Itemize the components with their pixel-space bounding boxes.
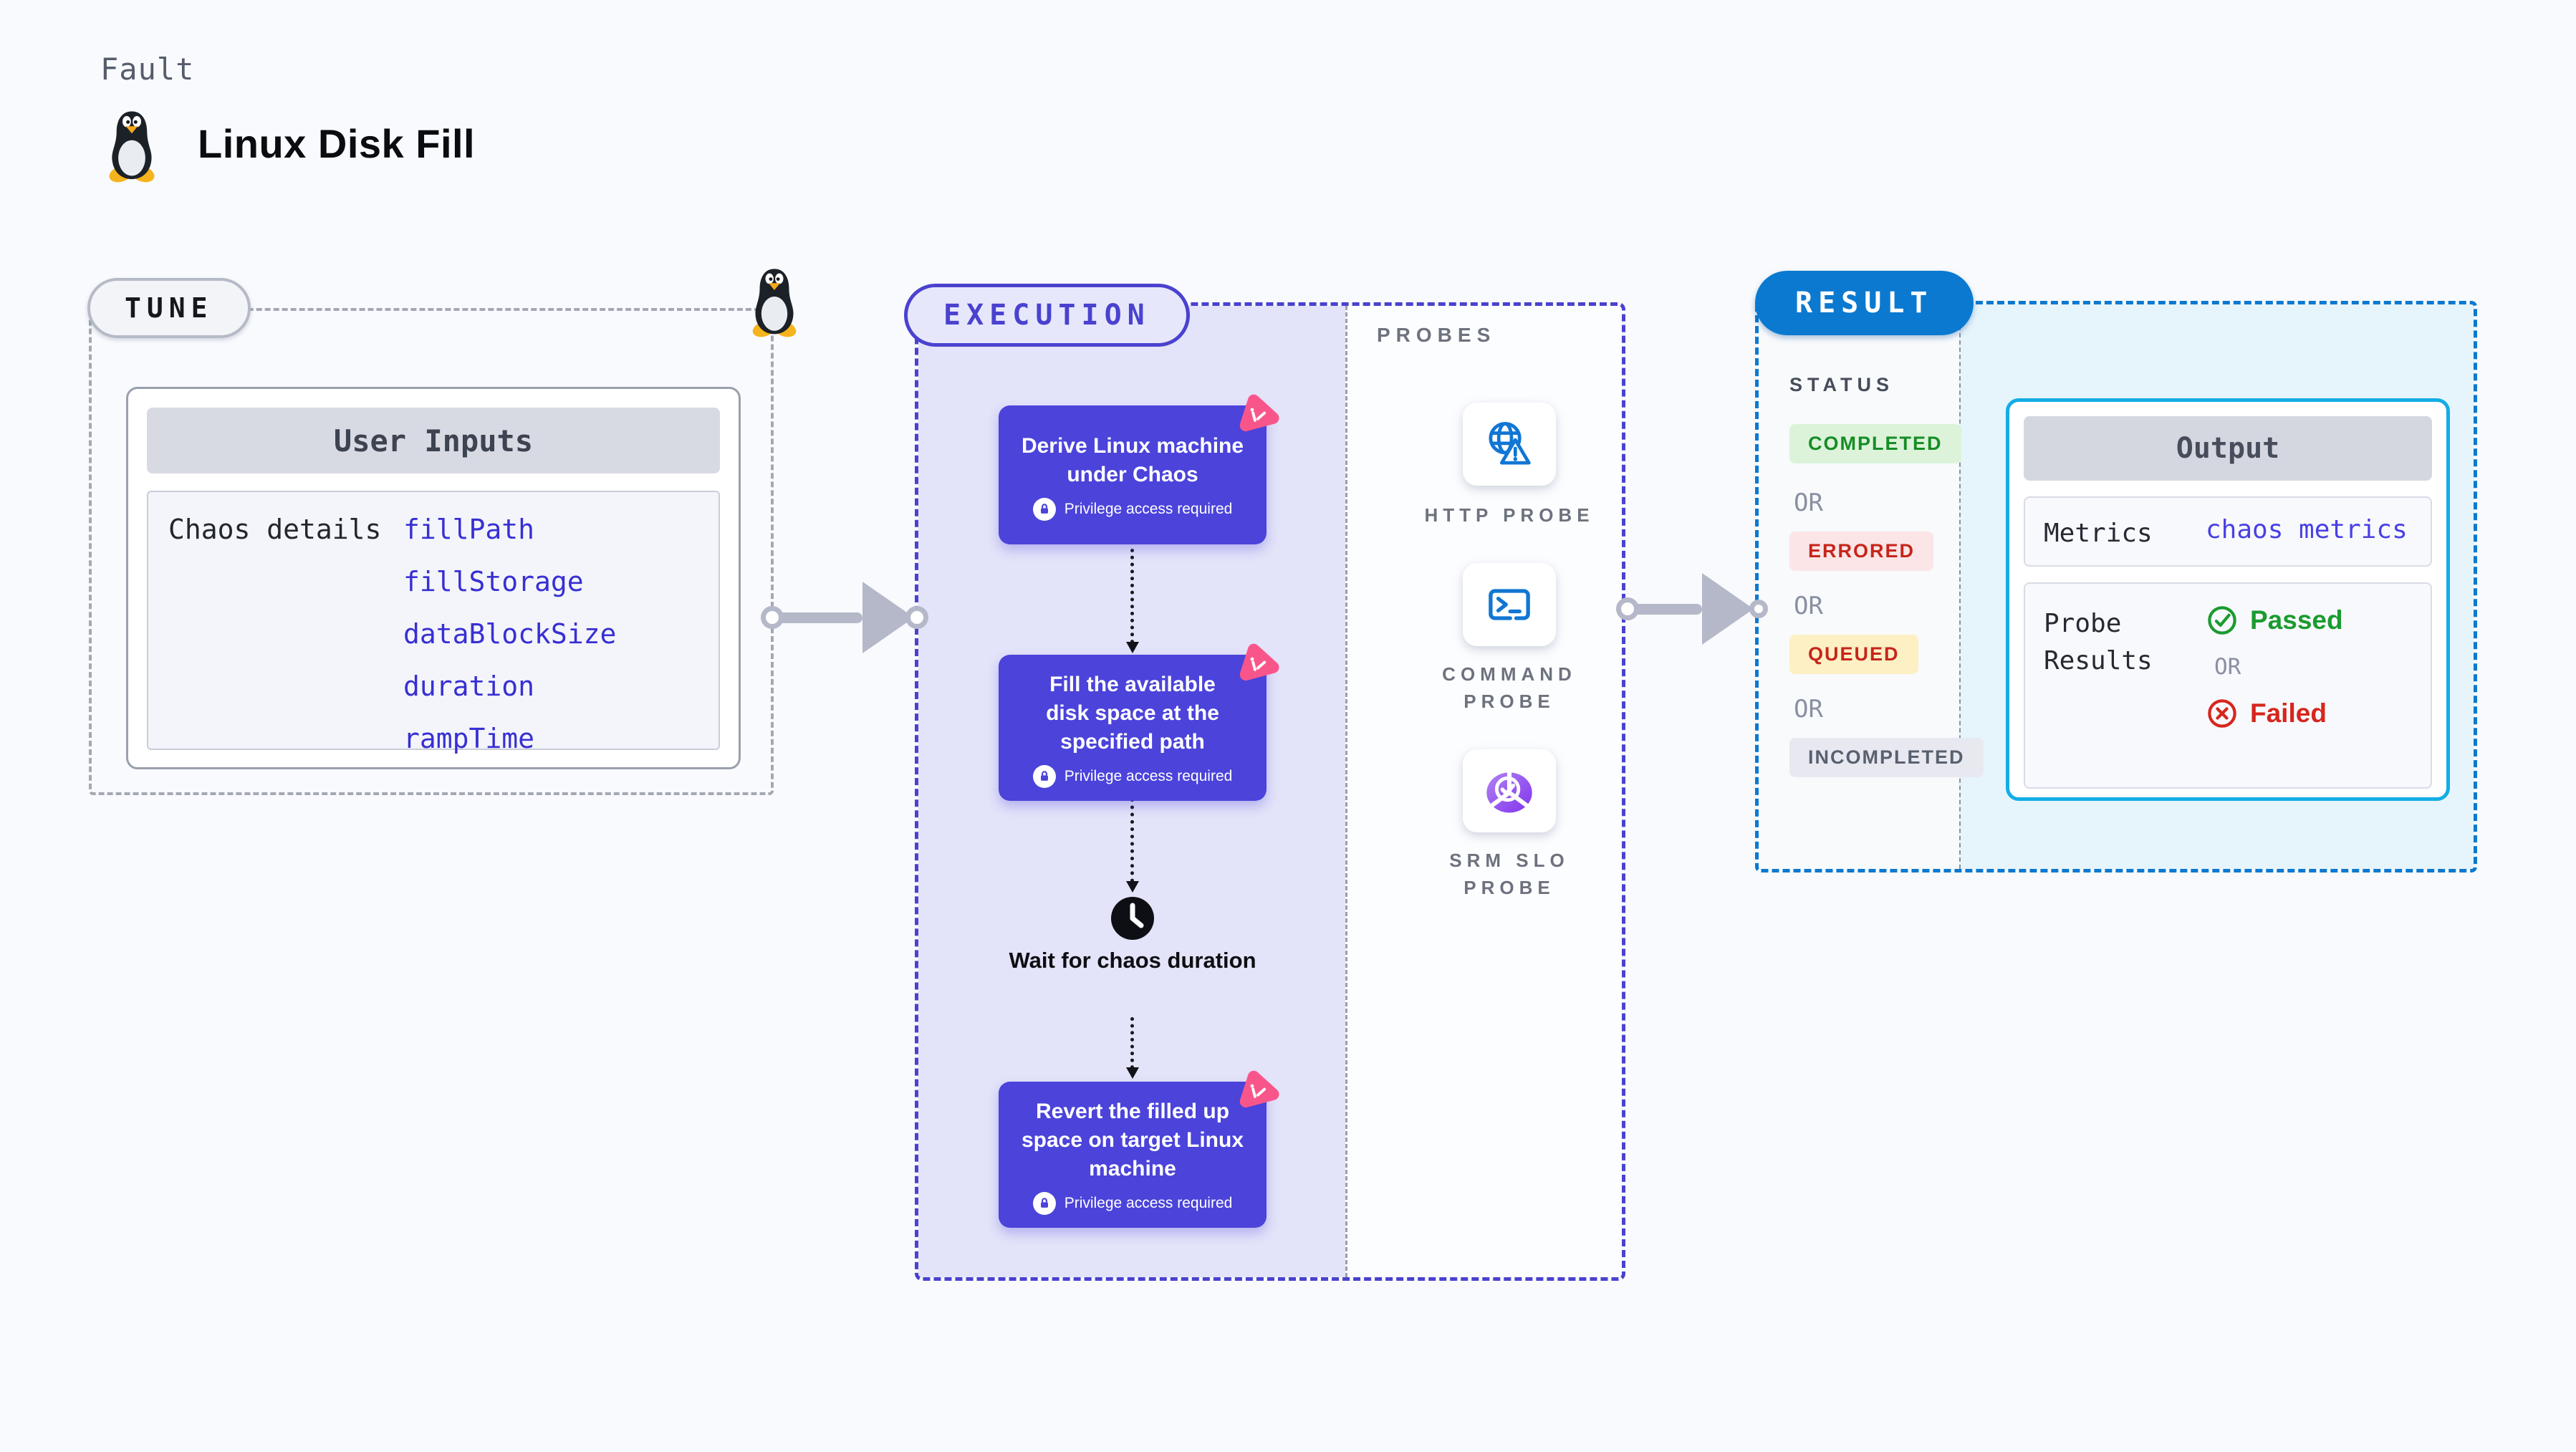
status-heading: STATUS xyxy=(1789,374,1894,395)
or-separator: OR xyxy=(1794,592,1823,620)
arrow-head-icon xyxy=(1126,1067,1139,1079)
fault-kicker: Fault xyxy=(100,52,195,87)
tune-section-box xyxy=(89,308,774,795)
probe-results-row: Probe Results Passed OR Failed xyxy=(2024,582,2432,789)
flow-connector xyxy=(1126,1017,1139,1079)
tune-to-execution-arrow xyxy=(761,582,928,653)
privilege-badge: Privilege access required xyxy=(1032,498,1233,521)
chaos-scenario-icon xyxy=(1239,1070,1279,1108)
status-badge-completed: COMPLETED xyxy=(1789,424,1961,463)
probes-section-label: PROBES xyxy=(1377,324,1496,346)
input-link-duration[interactable]: duration xyxy=(403,670,535,702)
chaos-inputs-list: fillPath fillStorage dataBlockSize durat… xyxy=(403,514,616,754)
privilege-badge-label: Privilege access required xyxy=(1064,768,1233,784)
lock-icon xyxy=(1032,765,1056,788)
tune-section-label: TUNE xyxy=(87,278,251,338)
step-title: Fill the available disk space at the spe… xyxy=(1046,673,1219,754)
lock-icon xyxy=(1032,1192,1056,1215)
user-inputs-card: User Inputs Chaos details fillPath fillS… xyxy=(126,387,741,769)
probe-label-command: COMMAND PROBE xyxy=(1442,663,1577,712)
input-link-datablocksize[interactable]: dataBlockSize xyxy=(403,618,617,650)
privilege-badge-label: Privilege access required xyxy=(1064,1195,1233,1211)
connector-dot-icon xyxy=(1749,600,1768,618)
chaos-details-label: Chaos details xyxy=(168,514,382,545)
arrow-head-icon xyxy=(1126,642,1139,653)
probe-card-srm-slo xyxy=(1463,749,1556,832)
probe-label-srm-slo: SRM SLO PROBE xyxy=(1449,850,1570,898)
tux-penguin-icon xyxy=(109,111,155,183)
arrow-line xyxy=(1633,604,1702,615)
clock-icon xyxy=(1111,897,1154,940)
result-section-label: RESULT xyxy=(1755,271,1974,335)
input-link-fillpath[interactable]: fillPath xyxy=(403,514,535,545)
step-card-derive-machine: Derive Linux machine under Chaos Privile… xyxy=(999,394,1279,544)
output-card: Output Metrics chaos metrics Probe Resul… xyxy=(2006,398,2450,801)
chaos-metrics-link[interactable]: chaos metrics xyxy=(2206,515,2408,544)
slo-donut-check-icon xyxy=(1486,770,1532,813)
step-title: Revert the filled up space on target Lin… xyxy=(1021,1100,1244,1181)
probe-card-http xyxy=(1463,403,1556,486)
step-card-revert-space: Revert the filled up space on target Lin… xyxy=(999,1070,1279,1228)
privilege-badge: Privilege access required xyxy=(1032,765,1233,788)
privilege-badge-label: Privilege access required xyxy=(1064,501,1233,517)
probe-results-values: Passed OR Failed xyxy=(2206,604,2343,730)
step-title: Derive Linux machine under Chaos xyxy=(1021,434,1244,486)
globe-alert-icon xyxy=(1489,422,1531,465)
flow-connector xyxy=(1126,549,1139,653)
status-badge-incompleted: INCOMPLETED xyxy=(1789,738,1984,777)
execution-section-label: EXECUTION xyxy=(904,284,1190,347)
page-title: Linux Disk Fill xyxy=(198,121,476,166)
flow-connector xyxy=(1126,791,1139,893)
terminal-icon xyxy=(1489,589,1530,620)
input-link-ramptime[interactable]: rampTime xyxy=(403,723,535,754)
connector-dot-icon xyxy=(761,606,784,629)
arrow-head-icon xyxy=(1702,573,1754,645)
probe-label-http: HTTP PROBE xyxy=(1424,504,1595,526)
execution-to-result-arrow xyxy=(1616,573,1768,645)
chaos-scenario-icon xyxy=(1239,394,1279,432)
probe-card-command xyxy=(1463,563,1556,646)
lock-icon xyxy=(1032,498,1056,521)
user-inputs-header: User Inputs xyxy=(147,408,720,473)
x-circle-icon xyxy=(2208,699,2236,728)
output-header: Output xyxy=(2024,416,2432,481)
status-badge-errored: ERRORED xyxy=(1789,532,1934,571)
step-card-fill-disk: Fill the available disk space at the spe… xyxy=(999,643,1279,801)
passed-result: Passed xyxy=(2206,604,2343,637)
tux-penguin-icon xyxy=(752,269,797,337)
connector-dot-icon xyxy=(1616,597,1639,620)
or-separator: OR xyxy=(2214,654,2241,680)
or-separator: OR xyxy=(1794,489,1823,517)
or-separator: OR xyxy=(1794,695,1823,723)
failed-label: Failed xyxy=(2250,698,2327,728)
passed-label: Passed xyxy=(2250,605,2343,635)
failed-result: Failed xyxy=(2206,697,2343,730)
chaos-scenario-icon xyxy=(1239,643,1279,681)
wait-step-label: Wait for chaos duration xyxy=(1009,948,1256,973)
check-circle-icon xyxy=(2208,606,2236,635)
arrow-line xyxy=(778,612,862,623)
privilege-badge: Privilege access required xyxy=(1032,1192,1233,1215)
status-badge-queued: QUEUED xyxy=(1789,635,1918,674)
input-link-fillstorage[interactable]: fillStorage xyxy=(403,566,584,597)
probe-results-label: Probe Results xyxy=(2044,609,2153,675)
user-inputs-body: Chaos details fillPath fillStorage dataB… xyxy=(147,491,720,754)
metrics-label: Metrics xyxy=(2044,519,2153,548)
metrics-row: Metrics chaos metrics xyxy=(2024,496,2432,567)
arrow-head-icon xyxy=(1126,881,1139,893)
connector-dot-icon xyxy=(905,606,928,629)
